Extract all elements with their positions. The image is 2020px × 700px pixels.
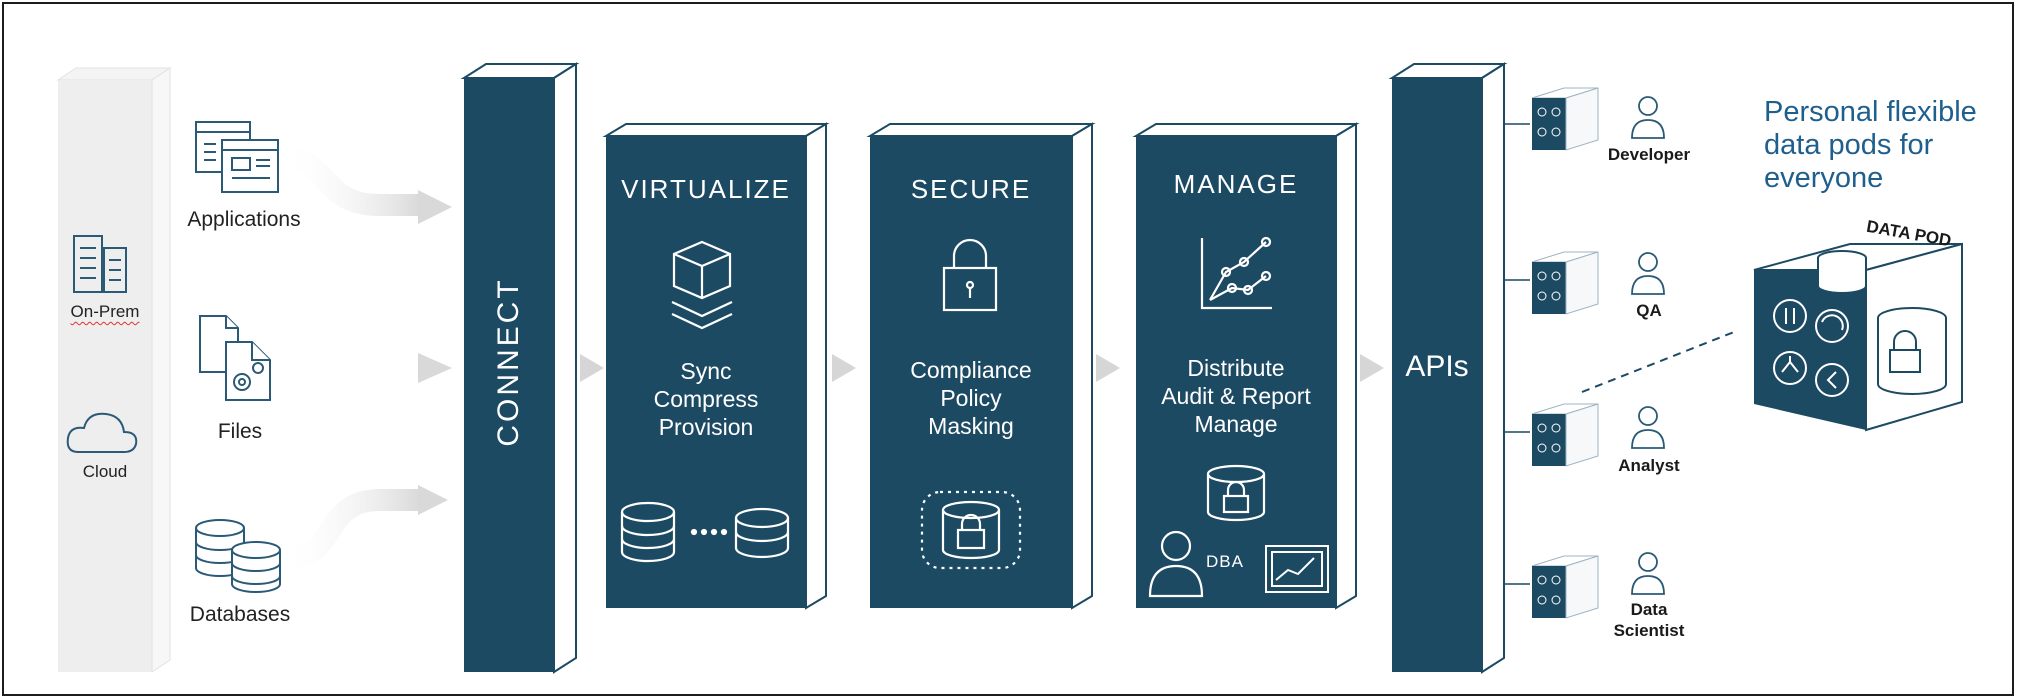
files-label: Files <box>217 420 263 443</box>
api-connectors <box>1504 123 1530 585</box>
databases-label: Databases <box>189 603 291 626</box>
manage-title: MANAGE <box>1173 169 1299 199</box>
apis-label: APIs <box>1405 350 1469 383</box>
mini-pod-qa <box>1531 251 1599 315</box>
secure-database-icon <box>920 490 1022 570</box>
databases-icon <box>195 519 281 593</box>
mini-pod-analyst <box>1531 403 1599 467</box>
padlock-icon <box>942 238 998 312</box>
connect-block <box>460 62 580 674</box>
secure-line-compliance: Compliance <box>910 357 1032 383</box>
virtualize-line-sync: Sync <box>680 358 732 384</box>
manage-block <box>1132 122 1360 610</box>
virtualize-title: VIRTUALIZE <box>621 174 791 204</box>
cloud-icon <box>66 412 138 453</box>
manage-line-distribute: Distribute <box>1187 355 1285 381</box>
on-prem-label: On-Prem <box>70 302 140 321</box>
files-icon <box>199 315 271 401</box>
analyst-person-icon <box>1631 406 1665 449</box>
virtualize-text: Sync Compress Provision <box>606 357 806 441</box>
virtualize-line-provision: Provision <box>658 414 754 440</box>
developer-label: Developer <box>1607 145 1691 164</box>
manage-text: Distribute Audit & Report Manage <box>1136 354 1336 438</box>
data-scientist-label: Data Scientist <box>1613 600 1685 640</box>
dba-label: DBA <box>1206 552 1244 571</box>
developer-person-icon <box>1631 96 1665 139</box>
secure-line-masking: Masking <box>928 413 1014 439</box>
analyst-label: Analyst <box>1618 456 1680 475</box>
secure-title: SECURE <box>910 174 1032 204</box>
pod-link-dashed <box>1581 331 1735 393</box>
tagline: Personal flexible data pods for everyone <box>1764 96 1977 194</box>
applications-icon <box>195 121 279 193</box>
manage-line-audit-report: Audit & Report <box>1161 383 1311 409</box>
monitor-chart-icon <box>1265 545 1329 593</box>
data-scientist-person-icon <box>1631 552 1665 595</box>
mini-pod-data-scientist <box>1531 555 1599 619</box>
building-icon <box>73 235 127 293</box>
stage-chevrons <box>580 354 1384 382</box>
mini-pod-developer <box>1531 87 1599 151</box>
qa-label: QA <box>1636 301 1662 320</box>
big-data-pod <box>1753 242 1963 432</box>
line-chart-icon <box>1200 236 1272 310</box>
connect-label: CONNECT <box>492 277 525 447</box>
apis-block <box>1388 62 1508 674</box>
virtualize-line-compress: Compress <box>653 386 759 412</box>
location-column <box>56 67 172 673</box>
cube-icon <box>671 240 733 330</box>
applications-label: Applications <box>187 208 301 231</box>
secure-text: Compliance Policy Masking <box>870 356 1072 440</box>
qa-person-icon <box>1631 252 1665 295</box>
virtualize-block <box>602 122 830 610</box>
source-arrows <box>281 147 452 571</box>
database-pair-icon <box>620 501 790 563</box>
cloud-label: Cloud <box>82 462 128 481</box>
manage-database-icon <box>1206 464 1266 522</box>
dba-person-icon <box>1148 530 1204 598</box>
manage-line-manage: Manage <box>1194 411 1278 437</box>
secure-line-policy: Policy <box>940 385 1002 411</box>
